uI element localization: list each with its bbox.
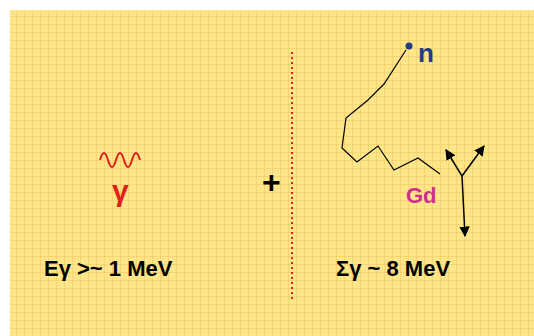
neutron-path — [342, 50, 440, 174]
gadolinium-label: Gd — [406, 185, 437, 207]
neutron-label: n — [418, 40, 434, 66]
grid-background — [10, 10, 534, 336]
energy-sum-label: Σγ ~ 8 MeV — [336, 258, 450, 280]
gamma-arrow — [462, 176, 465, 236]
gamma-symbol: γ — [112, 176, 129, 206]
neutron-dot — [406, 43, 413, 50]
plus-sign: + — [262, 166, 281, 198]
gamma-arrow — [446, 150, 462, 176]
gamma-arrow — [462, 146, 484, 176]
gamma-wave — [100, 153, 140, 167]
divider-line — [291, 52, 293, 300]
energy-label: Eγ >~ 1 MeV — [44, 258, 172, 280]
